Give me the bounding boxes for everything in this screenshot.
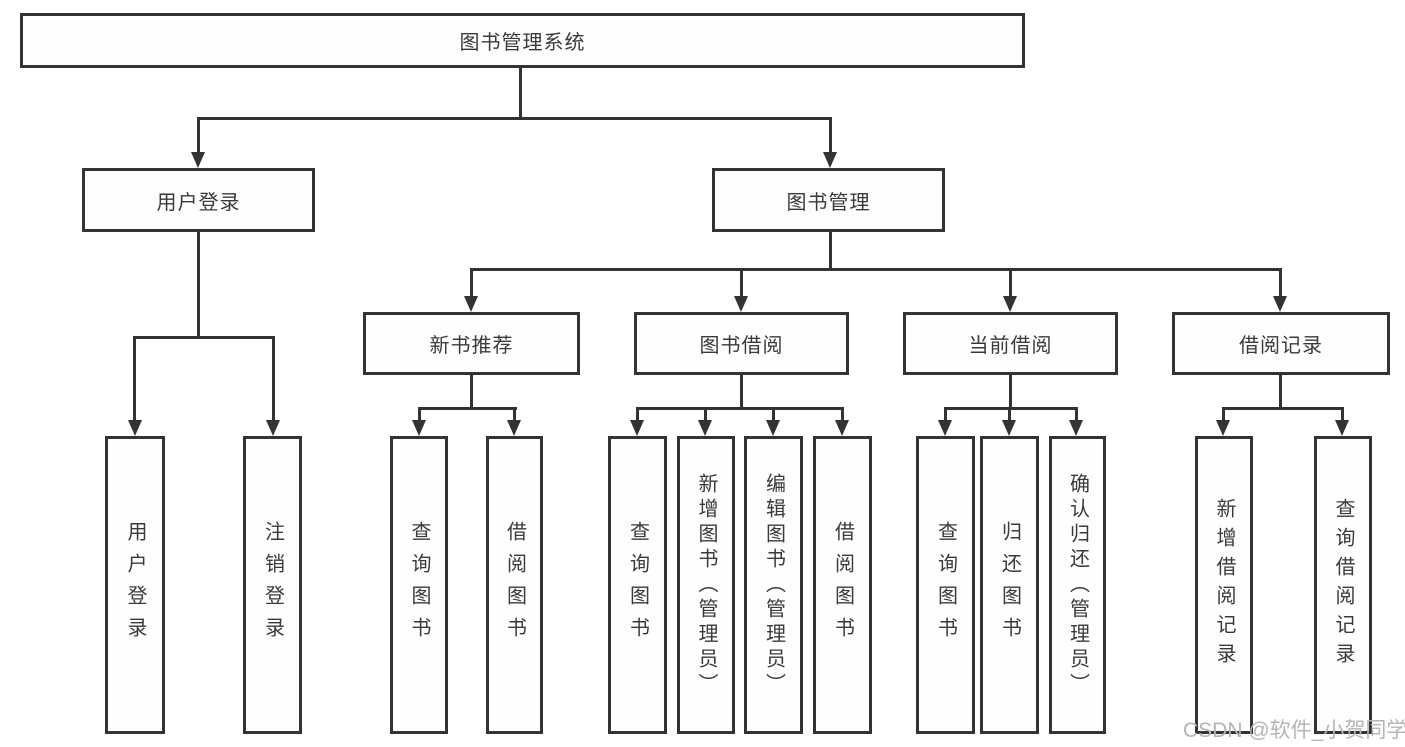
arrow-down-icon: [464, 296, 478, 312]
node-borrowing-records: 借阅记录: [1172, 312, 1390, 375]
arrow-down-icon: [734, 296, 748, 312]
node-user-login: 用户登录: [82, 168, 315, 232]
node-book-borrowing: 图书借阅: [634, 312, 849, 375]
connector-line: [636, 407, 639, 422]
leaf-add-books-admin: 新增图书（管理员）: [677, 436, 735, 734]
connector-line: [197, 117, 200, 154]
leaf-query-borrow-record: 查询借阅记录: [1314, 436, 1372, 734]
connector-line: [418, 407, 421, 422]
leaf-return-books: 归还图书: [980, 436, 1039, 734]
node-current-borrowing: 当前借阅: [903, 312, 1118, 375]
leaf-edit-books-admin: 编辑图书（管理员）: [744, 436, 803, 734]
connector-line: [1222, 407, 1225, 422]
connector-line: [272, 336, 275, 422]
connector-line: [1341, 407, 1344, 422]
connector-line: [470, 375, 473, 409]
node-label: 借阅图书: [831, 521, 854, 649]
arrow-down-icon: [1273, 296, 1287, 312]
node-label: 注销登录: [261, 521, 284, 649]
connector-line: [772, 407, 775, 422]
arrow-down-icon: [1003, 296, 1017, 312]
node-book-management: 图书管理: [712, 168, 945, 232]
node-label: 新增图书（管理员）: [695, 472, 717, 698]
connector-line: [1008, 407, 1011, 422]
node-root-library-system: 图书管理系统: [20, 13, 1025, 68]
leaf-borrow-books-borrowing: 借阅图书: [813, 436, 872, 734]
arrow-down-icon: [1335, 420, 1349, 436]
node-label: 编辑图书（管理员）: [762, 472, 785, 698]
leaf-query-books-recommend: 查询图书: [390, 436, 448, 734]
arrow-down-icon: [698, 420, 712, 436]
arrow-down-icon: [1069, 420, 1083, 436]
arrow-down-icon: [823, 152, 837, 168]
connector-line: [704, 407, 707, 422]
node-label: 新书推荐: [429, 335, 514, 357]
leaf-logout: 注销登录: [243, 436, 302, 734]
connector-line: [636, 407, 844, 410]
node-label: 查询图书: [626, 521, 649, 649]
node-label: 借阅记录: [1239, 335, 1323, 357]
connector-line: [944, 407, 1078, 410]
connector-line: [519, 68, 522, 120]
connector-line: [418, 407, 517, 410]
arrow-down-icon: [412, 420, 426, 436]
connector-line: [133, 336, 275, 339]
connector-line: [1075, 407, 1078, 422]
node-label: 查询图书: [408, 521, 430, 649]
node-label: 新增借阅记录: [1213, 498, 1235, 672]
node-label: 确认归还（管理员）: [1066, 472, 1089, 698]
node-label: 图书管理: [786, 191, 871, 214]
leaf-borrow-books-recommend: 借阅图书: [486, 436, 543, 734]
node-label: 查询借阅记录: [1332, 498, 1354, 672]
leaf-confirm-return-admin: 确认归还（管理员）: [1049, 436, 1106, 734]
connector-line: [829, 117, 832, 154]
leaf-query-books-current: 查询图书: [916, 436, 975, 734]
connector-line: [1009, 375, 1012, 409]
connector-line: [197, 117, 832, 120]
arrow-down-icon: [835, 420, 849, 436]
node-label: 用户登录: [156, 191, 241, 214]
connector-line: [1279, 268, 1282, 298]
leaf-user-login: 用户登录: [105, 436, 165, 734]
leaf-add-borrow-record: 新增借阅记录: [1195, 436, 1253, 734]
node-label: 当前借阅: [968, 335, 1053, 357]
arrow-down-icon: [766, 420, 780, 436]
arrow-down-icon: [1002, 420, 1016, 436]
connector-line: [133, 336, 136, 422]
connector-line: [740, 375, 743, 409]
connector-line: [829, 232, 832, 270]
connector-line: [944, 407, 947, 422]
node-label: 图书管理系统: [459, 32, 586, 54]
connector-line: [197, 232, 200, 338]
connector-line: [470, 268, 473, 298]
leaf-query-books-borrowing: 查询图书: [608, 436, 667, 734]
arrow-down-icon: [1216, 420, 1230, 436]
arrow-down-icon: [938, 420, 952, 436]
csdn-watermark: CSDN @软件_小贺同学: [1183, 719, 1405, 742]
node-label: 查询图书: [934, 521, 957, 649]
node-label: 图书借阅: [699, 335, 784, 357]
connector-line: [470, 268, 1282, 271]
arrow-down-icon: [191, 152, 205, 168]
connector-line: [1222, 407, 1344, 410]
arrow-down-icon: [128, 420, 142, 436]
connector-line: [513, 407, 516, 422]
connector-line: [1009, 268, 1012, 298]
connector-line: [1279, 375, 1282, 409]
node-label: 借阅图书: [503, 521, 526, 649]
arrow-down-icon: [266, 420, 280, 436]
node-label: 归还图书: [998, 521, 1021, 649]
node-new-book-recommendation: 新书推荐: [363, 312, 580, 375]
arrow-down-icon: [630, 420, 644, 436]
connector-line: [740, 268, 743, 298]
arrow-down-icon: [507, 420, 521, 436]
connector-line: [841, 407, 844, 422]
node-label: 用户登录: [124, 521, 146, 649]
